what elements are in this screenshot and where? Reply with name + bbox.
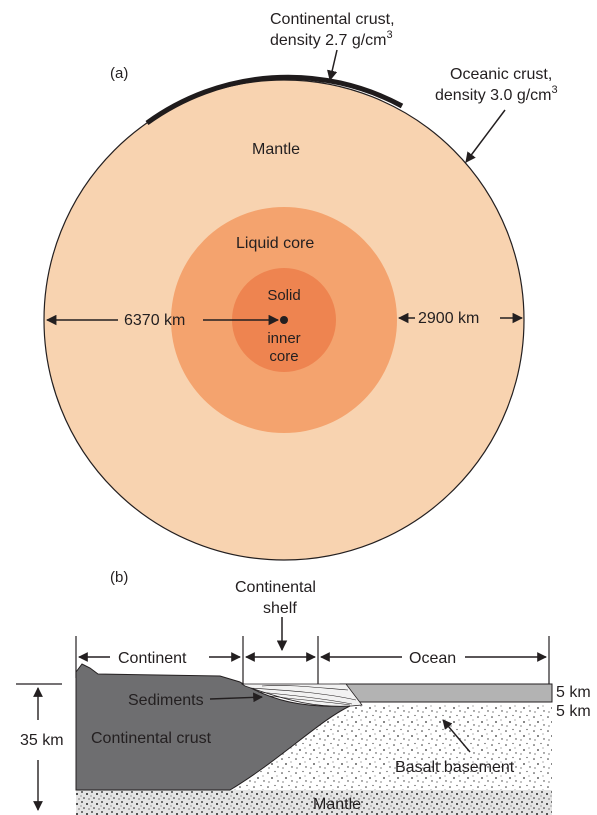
- inner-core-label-core: core: [269, 348, 298, 365]
- inner-core-label-inner: inner: [267, 330, 300, 347]
- mantle-label: Mantle: [252, 141, 300, 158]
- oceanic-crust-label-line1: Oceanic crust,: [450, 66, 552, 83]
- oceanic-crust-arrow: [466, 110, 505, 162]
- panel-a-label: (a): [110, 65, 128, 82]
- continental-shelf-label-line1: Continental: [235, 579, 316, 596]
- continental-crust-arrow: [330, 50, 337, 80]
- depth-5km-lower: 5 km: [556, 703, 591, 720]
- depth-35-label: 35 km: [20, 732, 64, 749]
- panel-b: (b) Continental shelf Continent Ocean: [16, 569, 591, 815]
- inner-core-label-solid: Solid: [267, 287, 300, 304]
- basalt-label: Basalt basement: [395, 759, 515, 776]
- continental-crust-block-label: Continental crust: [91, 730, 212, 747]
- mantle-b-label: Mantle: [313, 796, 361, 813]
- ocean-water-layer: [340, 684, 552, 702]
- panel-a: (a) Continental crust, density 2.7 g/cm3…: [44, 11, 558, 560]
- sediments-label: Sediments: [128, 692, 204, 709]
- earth-center-dot: [280, 316, 288, 324]
- ocean-label: Ocean: [409, 650, 456, 667]
- continental-crust-label-line1: Continental crust,: [270, 11, 395, 28]
- oceanic-crust-label-line2: density 3.0 g/cm3: [435, 84, 558, 104]
- panel-b-label: (b): [110, 569, 128, 586]
- continental-shelf-label-line2: shelf: [263, 600, 297, 617]
- liquid-core-label: Liquid core: [236, 235, 314, 252]
- mantle-thickness-label: 2900 km: [418, 310, 479, 327]
- continent-label: Continent: [118, 650, 187, 667]
- depth-5km-upper: 5 km: [556, 684, 591, 701]
- radius-label: 6370 km: [124, 312, 185, 329]
- continental-crust-label-line2: density 2.7 g/cm3: [270, 29, 393, 49]
